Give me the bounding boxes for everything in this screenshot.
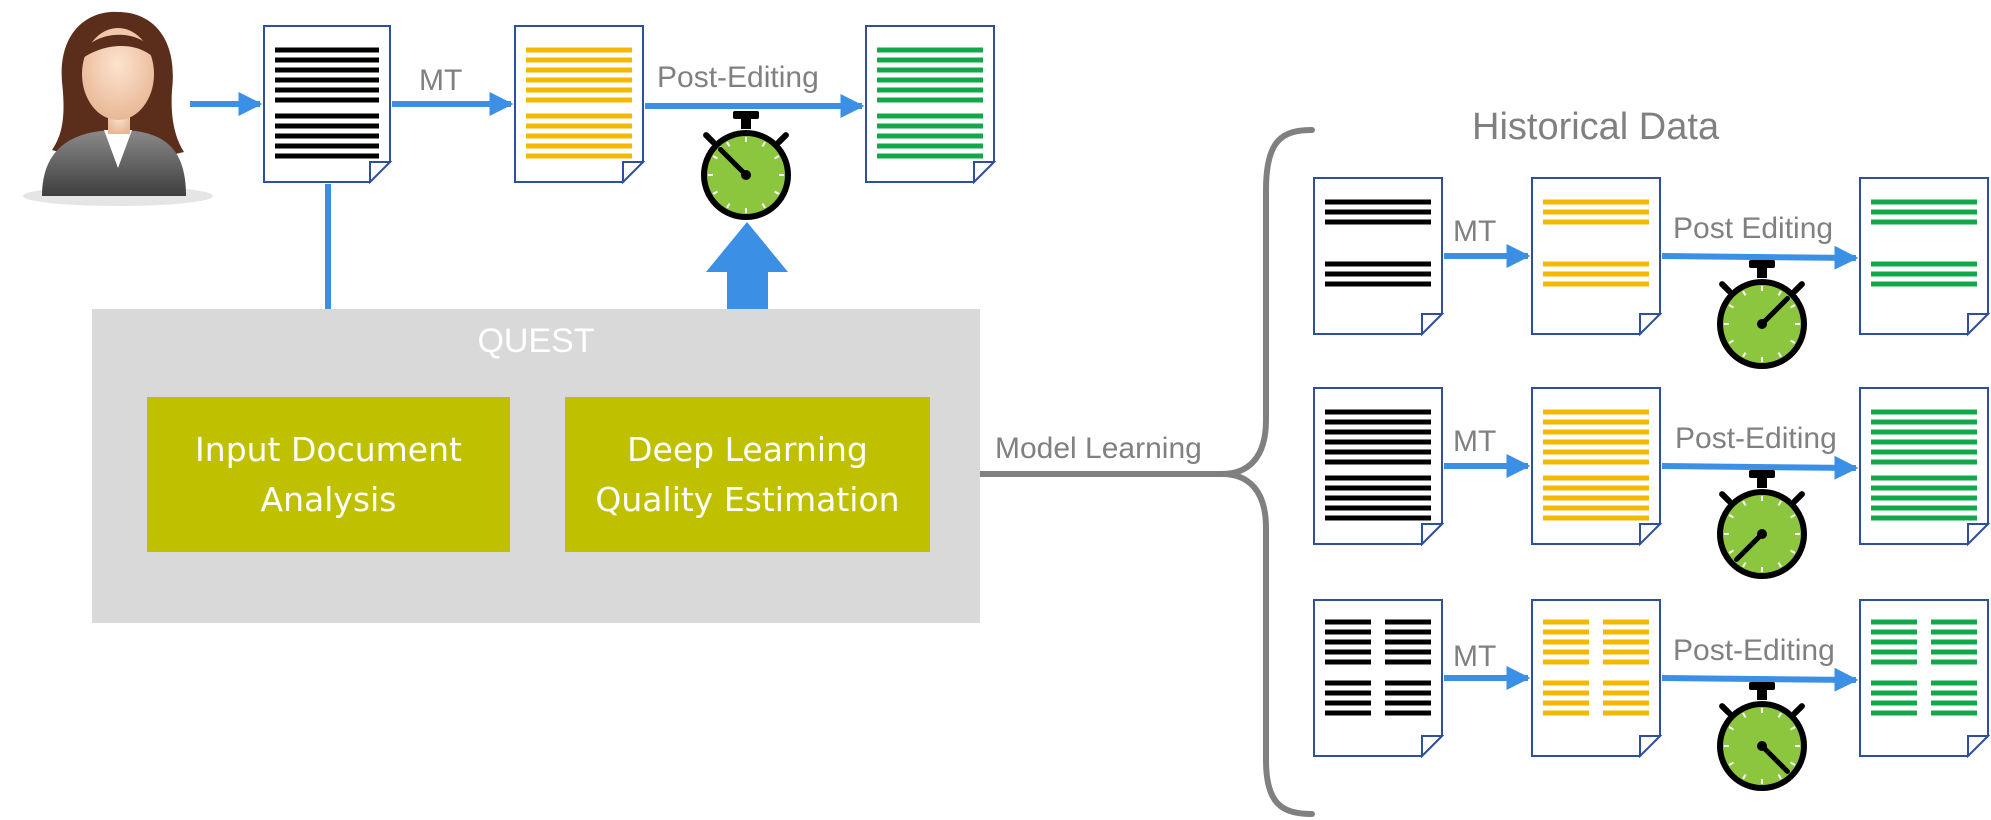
user-avatar-icon [23,11,213,206]
document-text-lines [1871,199,1977,287]
hist-row2-post-edited-document [1859,387,1991,547]
top-source-document [263,25,393,185]
hist-row1-stopwatch-icon [1717,260,1807,369]
hist-row3-arrow-mt-to-post-edit [1661,667,1859,692]
hist-row1-source-document [1313,177,1445,337]
hist-row3-source-document [1313,599,1445,759]
stopwatch-hand [1759,743,1790,774]
hist-row3-mt-document [1531,599,1663,759]
hist-row1-post-edited-document [1859,177,1991,337]
input-document-analysis-box: Input Document Analysis [147,397,510,552]
top-mt-label: MT [419,64,463,97]
hist-row2-source-document [1313,387,1445,547]
document-fold [1639,523,1663,547]
hist-row2-stopwatch-icon [1717,470,1807,579]
hist-row3-stopwatch-icon [1717,682,1807,791]
document-fold [1421,523,1445,547]
document-text-lines [1543,409,1649,521]
stopwatch-hand [718,147,749,178]
model-learning-label: Model Learning [995,432,1202,465]
document-fold [1421,735,1445,759]
avatar-fringe [80,34,158,62]
document-text-lines [1325,409,1431,521]
document-text-lines [1871,409,1977,521]
document-fold [1967,735,1991,759]
document-text-lines [275,47,379,159]
avatar-face [82,28,154,120]
top-post-editing-label: Post-Editing [657,61,819,94]
hist-row2-arrow-mt-to-post-edit [1661,455,1859,480]
input-document-analysis-line-1: Input Document [195,429,462,469]
deep-learning-qe-line-1: Deep Learning [627,429,868,469]
hist-row3-post-edited-document [1859,599,1991,759]
hist-row1-post-editing-label: Post Editing [1673,212,1834,245]
hist-row1-arrow-mt-to-post-edit [1661,245,1859,270]
document-text-lines [1543,619,1649,716]
avatar-jacket [42,130,186,196]
document-text-lines [1325,619,1431,716]
curly-brace-icon [1221,127,1315,817]
top-stopwatch-icon [701,111,791,220]
avatar-collar [104,130,132,168]
document-text-lines [526,47,632,159]
document-fold [369,161,393,185]
document-fold [1967,523,1991,547]
document-fold [1967,313,1991,337]
hist-row3-post-editing-label: Post-Editing [1673,634,1835,667]
input-document-analysis-line-2: Analysis [260,479,397,519]
document-fold [1639,313,1663,337]
historical-data-title: Historical Data [1472,106,1720,148]
document-text-lines [1871,619,1977,716]
document-text-lines [1543,199,1649,287]
document-fold [973,161,997,185]
hist-row2-post-editing-label: Post-Editing [1675,422,1837,455]
quest-title: QUEST [477,322,595,360]
stopwatch-hand [1734,531,1765,562]
hist-row1-mt-label: MT [1453,215,1497,248]
document-fold [622,161,646,185]
document-text-lines [1325,199,1431,287]
hist-row2-mt-document [1531,387,1663,547]
top-mt-document [514,25,646,185]
stopwatch-hand [1759,296,1790,327]
top-post-edited-document [865,25,997,185]
document-fold [1421,313,1445,337]
document-fold [1639,735,1663,759]
hist-row3-mt-label: MT [1453,640,1497,673]
deep-learning-qe-box: Deep Learning Quality Estimation [565,397,930,552]
deep-learning-qe-line-2: Quality Estimation [595,479,900,519]
document-text-lines [877,47,983,159]
hist-row1-mt-document [1531,177,1663,337]
hist-row2-mt-label: MT [1453,425,1497,458]
